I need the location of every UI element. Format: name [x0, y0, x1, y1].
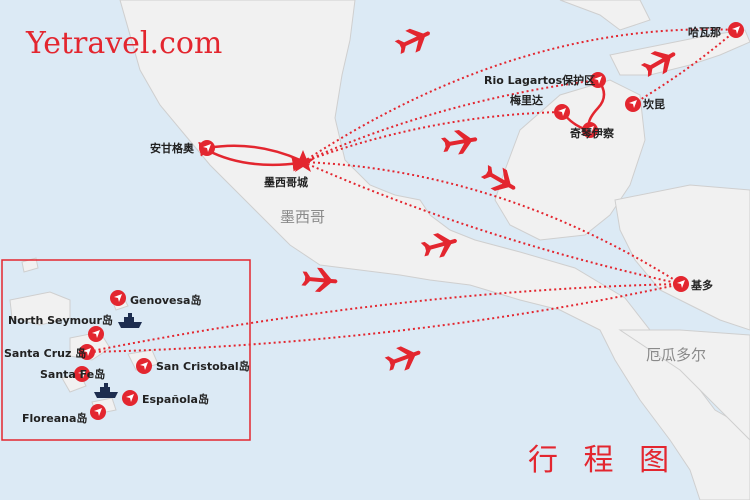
city-label-mexico-city: 墨西哥城	[264, 175, 308, 189]
pin-icon[interactable]	[554, 104, 570, 120]
route-mexico-city-quito-2	[302, 161, 682, 285]
country-label-mexico: 墨西哥	[280, 208, 325, 226]
route-mexico-city-merida	[302, 111, 563, 163]
pin-icon[interactable]	[625, 96, 641, 112]
brand-logo: Yetravel.com	[25, 26, 222, 61]
island-label-floreana: Floreana岛	[22, 411, 87, 425]
city-label-havana: 哈瓦那	[688, 25, 721, 39]
pin-icon[interactable]	[728, 22, 744, 38]
route-santa-cruz-quito	[86, 283, 682, 353]
map-title: 行 程 图	[528, 443, 677, 478]
city-label-cancun: 坎昆	[643, 97, 665, 111]
city-label-chichen-itza: 奇琴伊察	[570, 126, 615, 140]
country-label-ecuador: 厄瓜多尔	[646, 346, 706, 364]
island-label-espanola: Española岛	[142, 392, 209, 406]
galapagos-inset-frame	[1, 259, 251, 441]
route-guanajuato-mexico-city-bottom	[206, 148, 308, 172]
city-label-rio-lagartos: Rio Lagartos保护区	[484, 73, 595, 87]
pin-icon[interactable]	[110, 290, 126, 306]
route-quito-santa-cruz	[86, 283, 682, 353]
city-label-quito: 基多	[690, 278, 713, 292]
pin-icon[interactable]	[122, 390, 138, 406]
route-mexico-city-rio-lagartos	[302, 79, 599, 163]
route-guanajuato-mexico-city-top	[198, 141, 301, 162]
island-label-genovesa: Genovesa岛	[130, 293, 201, 307]
island-label-san-cristobal: San Cristobal岛	[156, 359, 250, 373]
pin-icon[interactable]	[673, 276, 689, 292]
pin-icon[interactable]	[199, 140, 215, 156]
island-label-santa-cruz: Santa Cruz 岛	[4, 346, 86, 360]
city-label-guanajuato: 安甘格奥	[150, 141, 195, 155]
island-label-santa-fe: Santa Fe岛	[40, 367, 105, 381]
city-label-merida: 梅里达	[510, 93, 543, 107]
island-label-north-seymour: North Seymour岛	[8, 313, 113, 327]
route-mexico-city-havana	[302, 28, 737, 163]
route-mexico-city-quito	[302, 161, 682, 285]
pin-icon[interactable]	[88, 326, 104, 342]
capital-star-icon	[291, 150, 315, 172]
pin-icon[interactable]	[90, 404, 106, 420]
pin-icon[interactable]	[136, 358, 152, 374]
flight-routes	[86, 28, 737, 353]
